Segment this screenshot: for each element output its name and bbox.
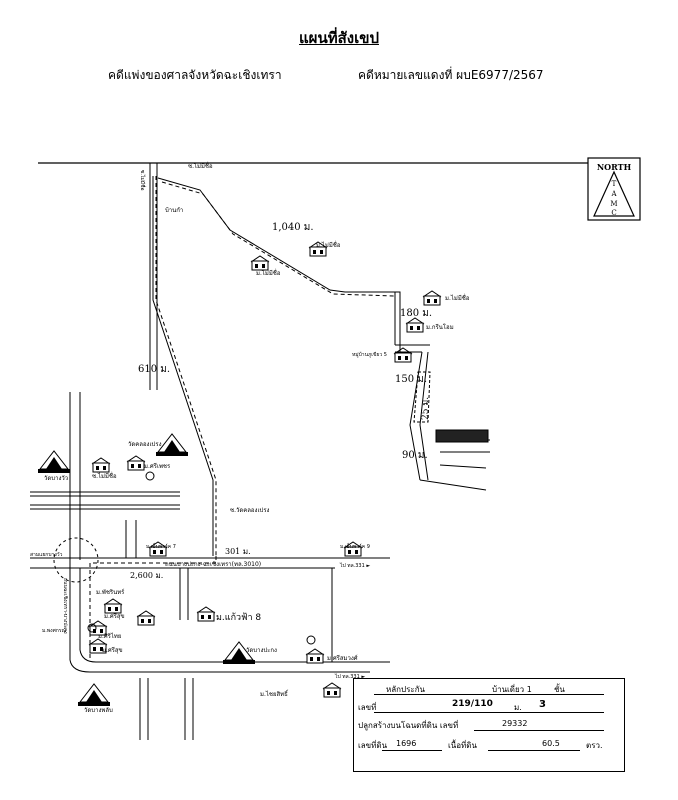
- info-land-no-label: เลขที่ดิน: [358, 741, 388, 750]
- label-top-road: ซ.ไม่มีชื่อ: [188, 162, 213, 170]
- info-floor-label: ชั้น: [554, 685, 565, 694]
- village-house-icon: [322, 682, 342, 698]
- village-house-icon: [405, 317, 425, 333]
- village-house-icon: [422, 290, 442, 306]
- info-area-unit: ตรว.: [586, 741, 603, 750]
- village-house-icon: [250, 255, 270, 271]
- info-house-type: บ้านเดี่ยว 1: [492, 685, 532, 694]
- village-house-icon: [196, 606, 216, 622]
- distance-610: 610 ม.: [138, 364, 170, 375]
- label-soi-left-vert: ซ.ไม่มีชื่อ: [139, 170, 146, 191]
- village-house-icon: [91, 457, 111, 473]
- compass-letter-m: M: [610, 200, 617, 208]
- info-land-no: 1696: [396, 739, 417, 748]
- distance-2600: 2,600 ม.: [130, 571, 163, 580]
- label-vill-left3: ม.ศรีสุข: [104, 612, 125, 620]
- label-vill-right-top: ม.เอ็นพาร์ค 9: [340, 542, 370, 550]
- label-temple-top: วัดคลองเปรง: [128, 441, 162, 448]
- left-vertical-road: [149, 163, 158, 390]
- info-moo-number: 3: [539, 699, 546, 710]
- info-deed-number: 29332: [502, 719, 528, 728]
- distance-25: 25 ม.: [421, 397, 431, 420]
- route-path: [152, 176, 405, 556]
- village-house-icon: [136, 610, 156, 626]
- property-info-box: หลักประกัน บ้านเดี่ยว 1 ชั้น เลขที่ 219/…: [353, 678, 625, 772]
- label-vill-bottom2: ม.ไชยสิทธิ์: [260, 689, 289, 698]
- label-soi-temple: ซ.วัดคลองเปรง: [230, 507, 270, 514]
- label-cross: สามแยกบางวัว: [30, 552, 63, 558]
- label-vert-road-left: ถนนฉะเชิงเทรา-บางปะกง: [62, 578, 69, 634]
- village-house-icon: [305, 648, 325, 664]
- village-house-icon: [393, 347, 413, 363]
- label-vill-green: ม.กรีนโฮม: [426, 323, 454, 331]
- compass-letter-t: T: [612, 180, 617, 188]
- distance-301: 301 ม.: [225, 547, 251, 556]
- info-number-label: เลขที่: [358, 703, 377, 712]
- village-house-icon: [126, 455, 146, 471]
- label-house-kamnan: บ้านกำ: [165, 207, 183, 214]
- distance-180: 180 ม.: [400, 308, 432, 319]
- railway-lines: [30, 491, 180, 510]
- label-moo-ban: หมู่บ้านภูเขียว 5: [352, 351, 387, 358]
- label-vill-left2: ม.พัชรินทร์: [96, 588, 125, 596]
- label-vill-left4: ม.ศรีสุข: [102, 646, 123, 654]
- label-vill-noname3: ม.ไม่มีชื่อ: [445, 294, 470, 302]
- info-collateral-label: หลักประกัน: [386, 685, 426, 694]
- north-compass: NORTH T A M C: [587, 157, 641, 221]
- info-area-value: 60.5: [542, 739, 560, 748]
- court-name: คดีแพ่งของศาลจังหวัดฉะเชิงเทรา: [108, 68, 282, 82]
- label-vill-left6: ม.ศิริไทย: [98, 632, 121, 640]
- compass-north-label: NORTH: [597, 162, 632, 172]
- label-temple-bl: วัดบางพลับ: [84, 707, 113, 714]
- map-title: แผนที่สังเขป: [299, 29, 379, 47]
- distance-150: 150 ม.: [395, 374, 427, 385]
- label-temple-left: วัดบางวัว: [44, 475, 68, 482]
- distance-1040: 1,040 ม.: [272, 222, 314, 233]
- compass-letter-a: A: [610, 190, 617, 198]
- compass-letter-c: C: [611, 209, 616, 217]
- info-deed-label: ปลูกสร้างบนโฉนดที่ดิน เลขที่: [358, 721, 459, 730]
- label-to-331a: ไป ทล.331 ►: [339, 562, 370, 569]
- left-main-road: [69, 392, 390, 740]
- case-number: คดีหมายเลขแดงที่ ผบE6977/2567: [358, 68, 544, 82]
- junction-circle: [53, 537, 99, 583]
- label-road-left: ซ.ไม่มีชื่อ: [92, 472, 117, 480]
- label-to-331b: ไป ทล.331 ►: [334, 673, 365, 680]
- temple-icon: [77, 683, 111, 707]
- main-road: [30, 557, 390, 650]
- info-house-number: 219/110: [452, 699, 493, 709]
- temple-icon: [37, 450, 71, 474]
- label-temple-bottom: วัดบางปะกง: [246, 647, 277, 654]
- property-plot: [435, 429, 489, 443]
- label-vill-bottom: ม.ศรีสมวงศ์: [327, 654, 358, 662]
- village-house-icon: [103, 598, 123, 614]
- label-vill-mid-top: ม.เอ็นพาร์ค 7: [146, 542, 176, 550]
- main-route-dashed: [89, 556, 217, 660]
- label-vill-noname1: ม.ไม่มีชื่อ: [316, 241, 341, 249]
- label-vill-left1: ม.ศรีเพชร: [144, 462, 171, 470]
- info-moo-label: ม.: [514, 703, 522, 712]
- label-vill-kaew: ม.แก้วฟ้า 8: [216, 612, 261, 623]
- label-vill-left5: ม.พงศกรณ์: [42, 627, 67, 634]
- info-area-label: เนื้อที่ดิน: [448, 741, 477, 750]
- distance-90: 90 ม.: [402, 450, 428, 461]
- label-main-road: ถนนบางปะกง-ฉะเชิงเทรา(ทล.3010): [165, 561, 261, 568]
- label-vill-noname2: ม.ไม่มีชื่อ: [256, 269, 281, 277]
